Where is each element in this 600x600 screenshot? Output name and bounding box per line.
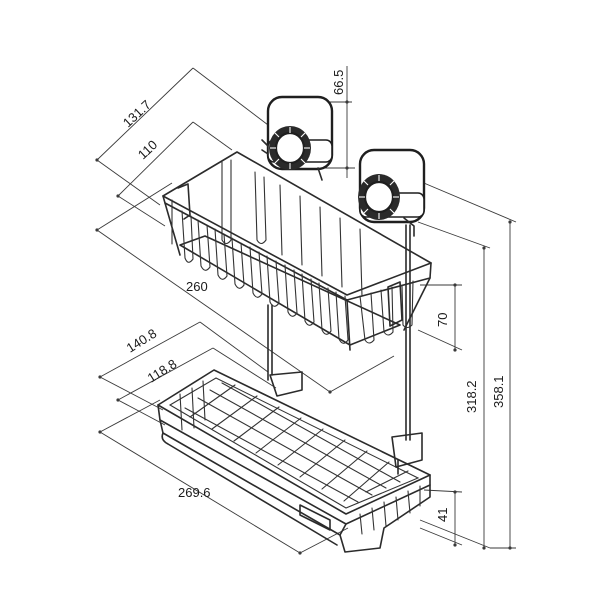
dim-height-to-bottom: 318.2 bbox=[464, 380, 479, 413]
dim-bottom-depth-outer: 140.8 bbox=[124, 326, 160, 356]
knob-ridges-right bbox=[359, 175, 399, 219]
dim-bottom-length: 269.6 bbox=[178, 485, 211, 500]
dim-top-length: 260 bbox=[186, 279, 208, 294]
top-basket bbox=[162, 151, 432, 351]
knob-ridges-left bbox=[270, 127, 310, 169]
dim-top-basket-height: 70 bbox=[435, 313, 450, 327]
suction-cup-right bbox=[358, 148, 426, 237]
dim-suction-height: 66.5 bbox=[331, 70, 346, 95]
bottom-basket bbox=[157, 369, 431, 553]
suction-cup-left bbox=[261, 95, 334, 181]
dim-top-depth-outer: 131.7 bbox=[120, 97, 154, 130]
dim-bottom-basket-height: 41 bbox=[435, 508, 450, 522]
dim-bottom-depth-inner: 118.8 bbox=[145, 356, 180, 385]
dimension-lines bbox=[95, 66, 517, 555]
support-rods bbox=[267, 224, 411, 441]
dim-total-height: 358.1 bbox=[491, 375, 506, 408]
